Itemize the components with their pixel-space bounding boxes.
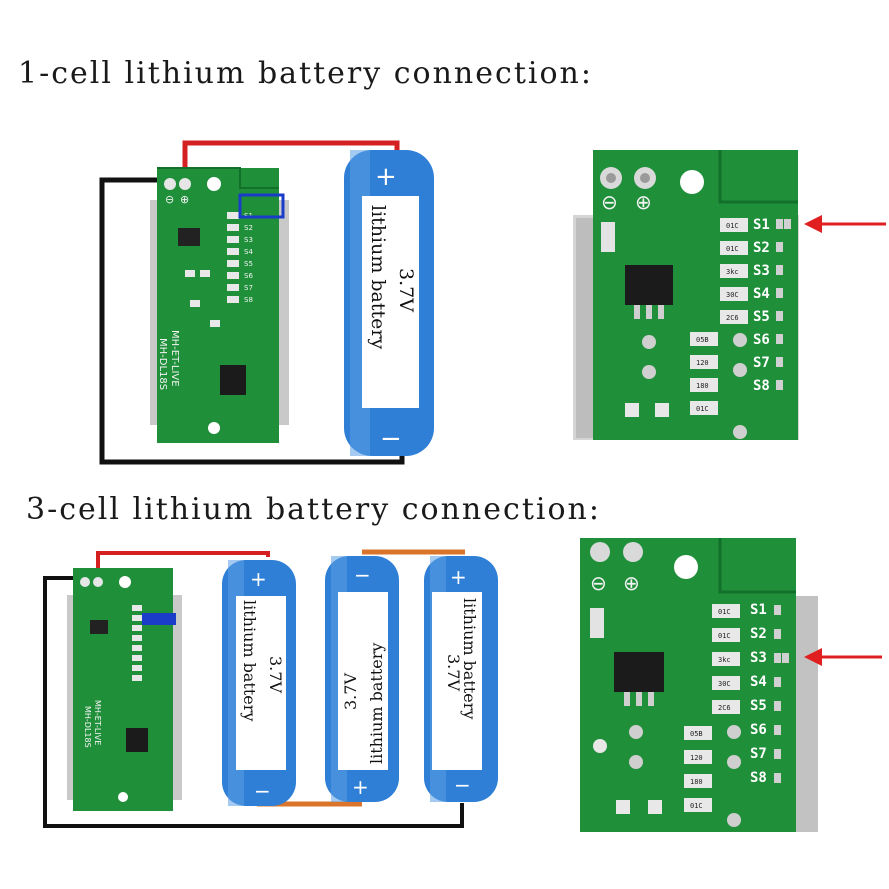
svg-text:180: 180 [696,382,709,390]
svg-text:30C: 30C [726,291,739,299]
wire-black-three-cell [43,576,464,828]
svg-text:S8: S8 [753,378,770,394]
board-small-three-cell: MH-ET-LIVE MH-DL18S [67,568,182,811]
svg-text:S3: S3 [244,236,253,244]
wire-red-one-cell [182,140,400,183]
board-part-label-2: MH-DL18S [83,706,92,748]
svg-text:S5: S5 [750,698,767,714]
battery-voltage: 3.7V [395,268,417,312]
svg-text:01C: 01C [726,245,739,253]
svg-text:01C: 01C [690,802,703,810]
chip [220,365,246,395]
arrow-left-icon [804,648,882,666]
battery-3-voltage: 3.7V [444,654,463,691]
svg-text:S8: S8 [750,770,767,786]
svg-text:3kc: 3kc [718,656,731,664]
battery-2-minus: − [354,563,371,587]
board-model-label-2: MH-ET-LIVE [93,700,102,745]
battery-2-voltage: 3.7V [341,673,360,710]
svg-text:S7: S7 [244,284,253,292]
battery-3-label: lithium battery [460,598,479,719]
neg-pad [164,178,176,190]
neg-symbol-zoom-2: ⊖ [590,571,607,595]
svg-text:S6: S6 [244,272,253,280]
battery-1-voltage: 3.7V [266,656,285,693]
svg-text:30C: 30C [718,680,731,688]
neg-symbol-zoom: ⊖ [601,190,618,214]
svg-text:S4: S4 [753,286,770,302]
pos-symbol-zoom-2: ⊕ [623,571,640,595]
svg-text:S3: S3 [753,263,770,279]
svg-text:S2: S2 [753,240,770,256]
board-part-label: MH-DL18S [157,338,168,390]
pos-symbol-zoom: ⊕ [635,190,652,214]
wire-red-three-cell [96,551,270,578]
svg-text:01C: 01C [726,222,739,230]
highlight-box-s1 [238,193,285,219]
battery-three-cell-2: − + 3.7V lithium battery [325,556,399,802]
battery-minus: − [380,424,402,454]
svg-text:01C: 01C [696,405,709,413]
svg-text:2C6: 2C6 [726,314,739,322]
svg-text:S4: S4 [750,674,767,690]
svg-text:S2: S2 [244,224,253,232]
svg-text:S3: S3 [750,650,767,666]
wire-black-one-cell [99,177,405,465]
pos-symbol: ⊕ [180,193,189,206]
svg-text:S6: S6 [753,332,770,348]
svg-text:180: 180 [690,778,703,786]
svg-text:S7: S7 [750,746,767,762]
svg-text:05B: 05B [696,336,709,344]
svg-text:S1: S1 [753,217,770,233]
svg-text:S6: S6 [750,722,767,738]
board-model-label: MH-ET-LIVE [169,330,180,387]
battery-three-cell-1: + − 3.7V lithium battery [222,560,296,806]
battery-2-label: lithium battery [367,643,386,764]
battery-2-plus: + [352,775,369,799]
battery-three-cell-3: + − 3.7V lithium battery [424,556,498,802]
battery-3-plus: + [450,565,467,589]
heading-one-cell: 1-cell lithium battery connection: [18,56,593,91]
battery-label: lithium battery [367,205,389,349]
svg-text:S5: S5 [244,260,253,268]
battery-3-minus: − [454,773,471,797]
svg-text:120: 120 [696,359,709,367]
battery-1-minus: − [254,779,271,803]
battery-1-label: lithium battery [240,600,259,721]
svg-text:05B: 05B [690,730,703,738]
highlight-s3-small [142,613,176,625]
battery-one-cell: + − 3.7V lithium battery [344,150,434,456]
heading-three-cell: 3-cell lithium battery connection: [26,492,601,527]
svg-text:2C6: 2C6 [718,704,731,712]
svg-text:01C: 01C [718,632,731,640]
svg-text:3kc: 3kc [726,268,739,276]
svg-text:S8: S8 [244,296,253,304]
svg-text:S2: S2 [750,626,767,642]
svg-text:01C: 01C [718,608,731,616]
svg-text:S4: S4 [244,248,253,256]
battery-plus: + [375,162,397,192]
svg-text:120: 120 [690,754,703,762]
battery-1-plus: + [250,567,267,591]
svg-text:S1: S1 [750,602,767,618]
arrow-right-icon [804,215,886,233]
svg-text:S5: S5 [753,309,770,325]
pos-pad [179,178,191,190]
svg-text:S7: S7 [753,355,770,371]
neg-symbol: ⊖ [165,193,174,206]
